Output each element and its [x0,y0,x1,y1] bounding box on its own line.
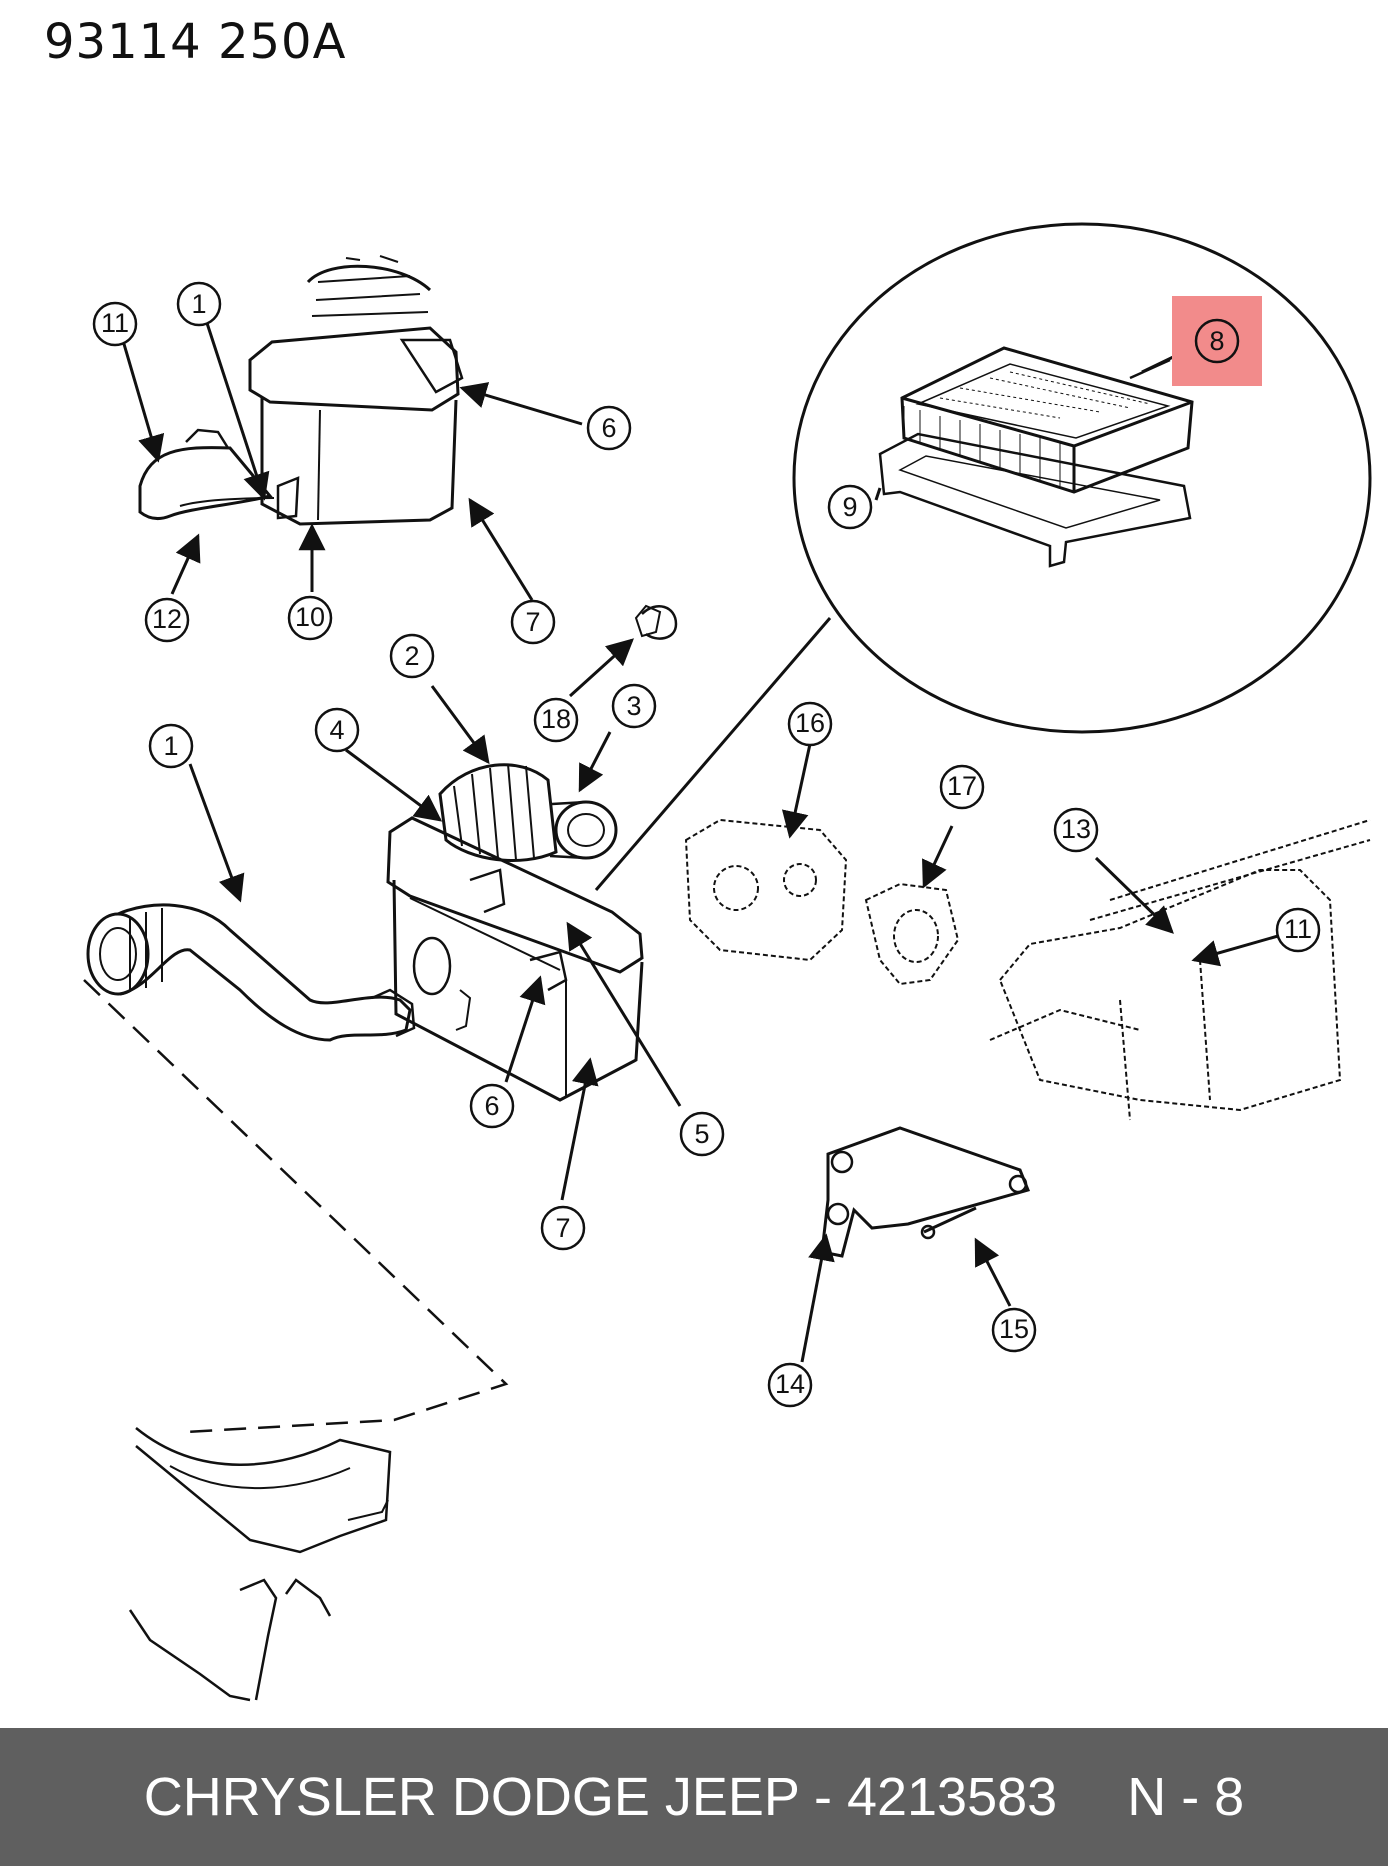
callout-15: 15 [991,1307,1037,1353]
page-reference: N - 8 [1127,1767,1245,1827]
svg-text:18: 18 [541,704,571,734]
highlight-box [1172,296,1262,386]
svg-text:1: 1 [163,731,178,761]
svg-text:16: 16 [795,708,825,738]
diagram-code: 93114 250A [44,14,347,70]
callout-13: 13 [1053,807,1099,853]
callout-5: 5 [679,1111,725,1157]
callout-6-top: 6 [586,405,632,451]
svg-text:9: 9 [842,492,857,522]
svg-text:12: 12 [152,604,182,634]
callout-16: 16 [787,701,833,747]
svg-text:15: 15 [999,1314,1029,1344]
callout-14: 14 [767,1362,813,1408]
svg-text:3: 3 [626,691,641,721]
svg-text:7: 7 [555,1213,570,1243]
footer-bar: CHRYSLER DODGE JEEP - 4213583 N - 8 [0,1728,1388,1866]
part-number-label: CHRYSLER DODGE JEEP - 4213583 [143,1767,1058,1827]
callout-1-top: 1 [176,281,222,327]
callout-10: 10 [287,595,333,641]
engine-bracket-assembly [684,818,1371,1121]
callout-7-top: 7 [510,599,556,645]
air-filter-detail-inset [594,222,1372,891]
svg-text:8: 8 [1209,326,1224,356]
svg-text:6: 6 [484,1091,499,1121]
svg-text:14: 14 [775,1369,805,1399]
callout-12: 12 [144,597,190,643]
svg-text:13: 13 [1061,814,1091,844]
main-airbox-assembly [86,604,678,1102]
engine-bracket-solid [820,1126,1031,1258]
callout-11-right: 11 [1275,907,1321,953]
svg-text:1: 1 [191,289,206,319]
callout-4: 4 [314,707,360,753]
svg-text:2: 2 [404,641,419,671]
callout-17: 17 [939,764,985,810]
svg-text:11: 11 [1284,914,1312,944]
svg-text:10: 10 [295,602,325,632]
callout-3: 3 [611,683,657,729]
radiator-outline [83,979,509,1702]
svg-text:5: 5 [694,1119,709,1149]
callout-18: 18 [533,697,579,743]
callout-1-lower: 1 [148,723,194,769]
svg-text:6: 6 [601,413,616,443]
svg-text:4: 4 [329,715,344,745]
callout-7-lower: 7 [540,1205,586,1251]
svg-text:7: 7 [525,607,540,637]
callout-9: 9 [827,484,873,530]
callout-11-top: 11 [92,301,138,347]
svg-text:17: 17 [947,771,977,801]
callout-6-lower: 6 [469,1083,515,1129]
svg-text:11: 11 [101,308,129,338]
leader-arrows [122,319,1279,1363]
parts-diagram: 1 1 2 3 4 5 6 6 7 7 8 9 [83,222,1372,1702]
callout-8: 8 [1194,318,1240,364]
callout-2: 2 [389,633,435,679]
